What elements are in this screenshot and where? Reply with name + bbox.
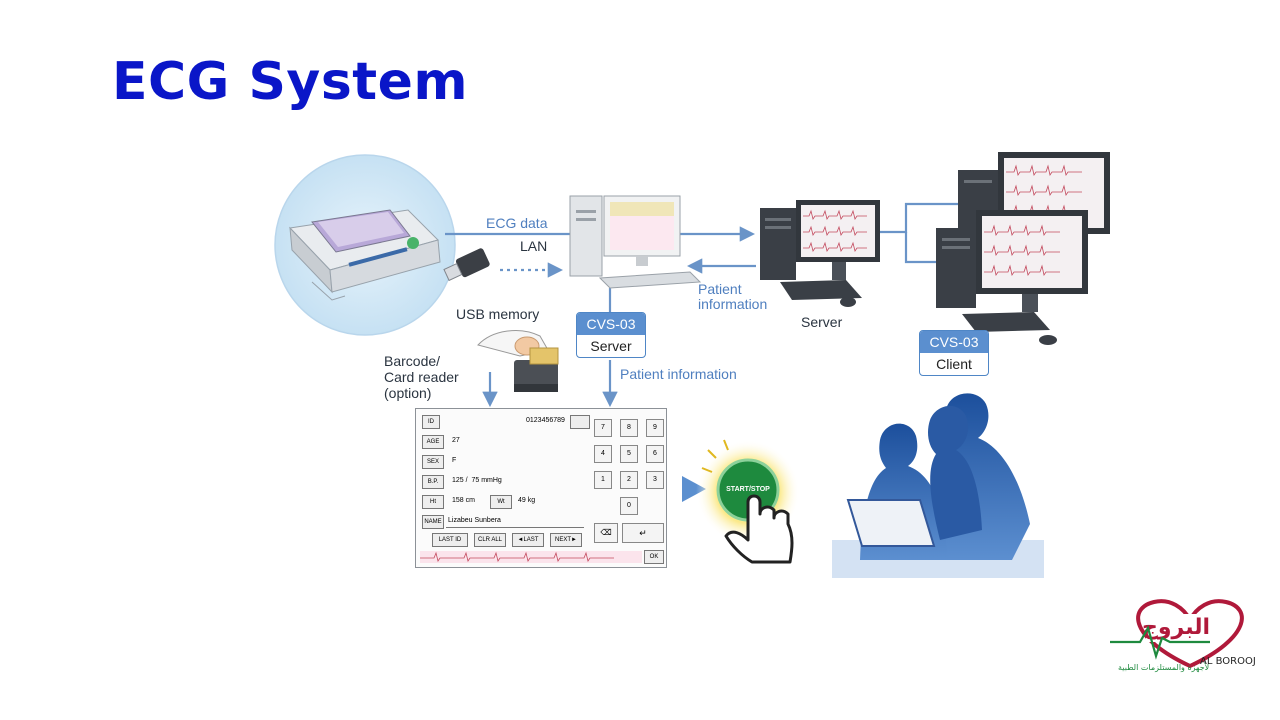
id-value: 0123456789	[526, 417, 565, 424]
keypad-key[interactable]: 5	[620, 445, 638, 463]
name-row: NAME Lizabeu Sunbera	[422, 515, 584, 529]
keypad-key[interactable]: 9	[646, 419, 664, 437]
ht-field-label[interactable]: Ht	[422, 495, 444, 509]
bp-field-label[interactable]: B.P.	[422, 475, 444, 489]
age-field-label[interactable]: AGE	[422, 435, 444, 449]
id-row: ID 0123456789	[422, 415, 590, 429]
keypad-key[interactable]: 1	[594, 471, 612, 489]
last-id-button[interactable]: LAST ID	[432, 533, 468, 547]
keypad-key[interactable]: 4	[594, 445, 612, 463]
ok-button[interactable]: OK	[644, 550, 664, 564]
name-field-label[interactable]: NAME	[422, 515, 444, 529]
ecg-data-label: ECG data	[486, 215, 548, 231]
wt-field-label[interactable]: Wt	[490, 495, 512, 509]
ht-value: 158 cm	[452, 497, 475, 504]
keypad-key[interactable]: 0	[620, 497, 638, 515]
al-borooj-logo: البروج لأجهزة والمستلزمات الطبية AL BORO…	[1110, 599, 1256, 672]
cvs03-server-badge: CVS-03 Server	[576, 312, 646, 358]
patient-entry-screen: ID 0123456789 AGE 27 SEX F B.P. 125 / 75…	[415, 408, 667, 568]
name-input[interactable]: Lizabeu Sunbera	[446, 515, 584, 528]
slide-title: ECG System	[112, 52, 469, 112]
ecg-device-group	[274, 154, 456, 336]
ecg-preview-strip	[420, 551, 642, 563]
age-row: AGE 27	[422, 435, 582, 449]
bp-row: B.P. 125 / 75 mmHg	[422, 475, 582, 489]
id-field-label[interactable]: ID	[422, 415, 440, 429]
hand-pointer-icon	[724, 494, 794, 564]
keypad-key[interactable]: 8	[620, 419, 638, 437]
badge-model: CVS-03	[920, 331, 988, 353]
clear-all-button[interactable]: CLR ALL	[474, 533, 506, 547]
barcode-label-3: (option)	[384, 385, 432, 401]
server-to-client1-line	[878, 202, 960, 234]
svg-text:البروج: البروج	[1142, 615, 1210, 640]
sex-field-label[interactable]: SEX	[422, 455, 444, 469]
client-workstation-front-icon	[936, 210, 1088, 345]
badge-role: Server	[590, 338, 632, 354]
sex-value: F	[452, 457, 457, 464]
start-stop-button[interactable]: START/STOP	[726, 486, 770, 493]
id-search-button[interactable]	[570, 415, 590, 429]
connection-lines	[445, 202, 960, 408]
form-action-row: LAST ID CLR ALL ◄LAST NEXT►	[422, 533, 662, 547]
doctors-silhouette-icon	[832, 393, 1044, 578]
keypad-key[interactable]: 6	[646, 445, 664, 463]
ecg-machine-icon	[288, 209, 441, 301]
patient-info-label-1: Patient	[698, 281, 742, 297]
central-pc-icon	[569, 195, 702, 289]
server-label: Server	[801, 314, 843, 330]
bp-value: 125 / 75 mmHg	[452, 477, 502, 484]
cvs03-client-badge: CVS-03 Client	[919, 330, 989, 376]
enter-key-icon[interactable]: ↵	[622, 523, 664, 543]
glow-rays	[701, 439, 729, 473]
usb-memory-label: USB memory	[456, 306, 540, 322]
height-weight-row: Ht 158 cm Wt 49 kg	[422, 495, 582, 509]
svg-text:AL BOROOJ: AL BOROOJ	[1200, 656, 1256, 667]
card-reader-icon	[477, 330, 559, 392]
next-button[interactable]: NEXT►	[550, 533, 582, 547]
arrow-to-start-stop-icon	[682, 476, 706, 502]
sex-row: SEX F	[422, 455, 582, 469]
usb-memory-icon	[443, 248, 490, 282]
server-to-client2-line	[904, 232, 936, 264]
server-workstation-icon	[760, 200, 880, 307]
keypad-key[interactable]: 3	[646, 471, 664, 489]
barcode-label-2: Card reader	[384, 369, 459, 385]
keypad-key[interactable]: 7	[594, 419, 612, 437]
lan-label: LAN	[520, 238, 548, 254]
badge-role: Client	[936, 356, 972, 372]
patient-info-label-2: information	[698, 296, 768, 312]
numeric-keypad: 7 8 9 4 5 6 1 2 3 0	[594, 419, 664, 519]
wt-value: 49 kg	[518, 497, 536, 504]
last-button[interactable]: ◄LAST	[512, 533, 544, 547]
badge-model: CVS-03	[577, 313, 645, 335]
keypad-key[interactable]: 2	[620, 471, 638, 489]
backspace-key-icon[interactable]: ⌫	[594, 523, 618, 543]
barcode-label-1: Barcode/	[384, 353, 441, 369]
patient-information-label: Patient information	[620, 366, 737, 382]
svg-text:لأجهزة والمستلزمات الطبية: لأجهزة والمستلزمات الطبية	[1118, 662, 1209, 672]
age-value: 27	[452, 437, 460, 444]
